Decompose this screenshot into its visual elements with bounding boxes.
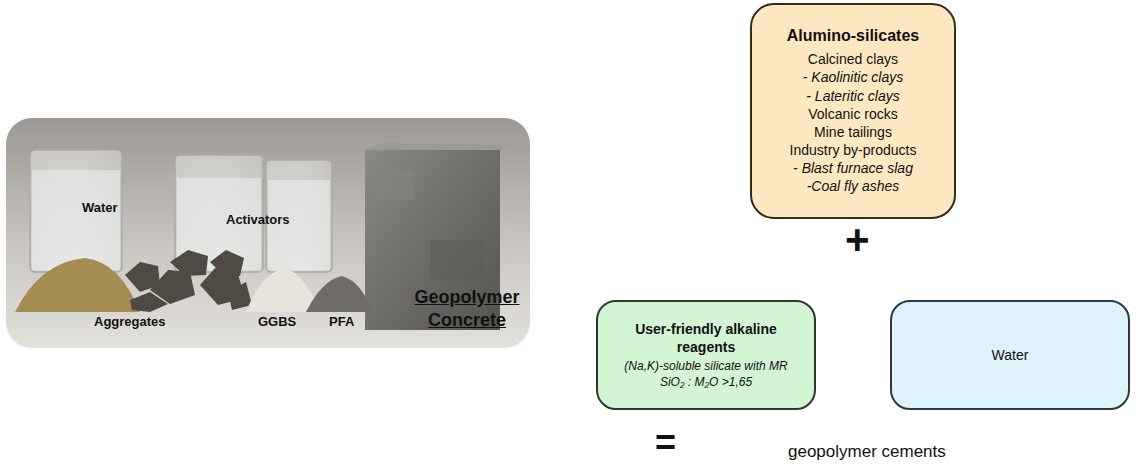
box-text: -Coal fly ashes bbox=[807, 177, 900, 195]
pfa-pile bbox=[306, 276, 372, 312]
sand-pile bbox=[15, 258, 140, 312]
reagent-box: User-friendly alkaline reagents(Na,K)-so… bbox=[596, 300, 816, 410]
box-text: Calcined clays bbox=[808, 50, 898, 68]
equals-sign: = bbox=[655, 420, 676, 465]
beaker bbox=[30, 150, 122, 272]
photo-label: Water bbox=[82, 200, 118, 216]
stones bbox=[125, 250, 252, 312]
box-heading: Alumino-silicates bbox=[787, 26, 919, 47]
box-text: Mine tailings bbox=[814, 123, 892, 141]
box-text: Volcanic rocks bbox=[808, 105, 897, 123]
ggbs-pile bbox=[246, 268, 320, 312]
photo-label: GGBS bbox=[258, 314, 296, 330]
material-box: Alumino-silicatesCalcined clays- Kaolini… bbox=[750, 3, 956, 219]
plus-sign: + bbox=[845, 214, 870, 267]
result-label: geopolymer cements bbox=[788, 441, 946, 462]
box-heading: Water bbox=[992, 346, 1029, 364]
photo-label: Activators bbox=[226, 212, 290, 228]
water-box: Water bbox=[890, 300, 1130, 410]
box-text: (Na,K)-soluble silicate with MR SiO₂ : M… bbox=[617, 359, 795, 390]
photo-caption: Geopolymer Concrete bbox=[398, 286, 536, 331]
box-text: - Blast furnace slag bbox=[793, 159, 913, 177]
box-text: - Lateritic clays bbox=[806, 87, 899, 105]
photo-label: Aggregates bbox=[94, 314, 166, 330]
photo-label: PFA bbox=[329, 314, 354, 330]
box-text: Industry by-products bbox=[790, 141, 917, 159]
box-heading: User-friendly alkaline reagents bbox=[631, 320, 781, 356]
box-text: - Kaolinitic clays bbox=[803, 68, 903, 86]
